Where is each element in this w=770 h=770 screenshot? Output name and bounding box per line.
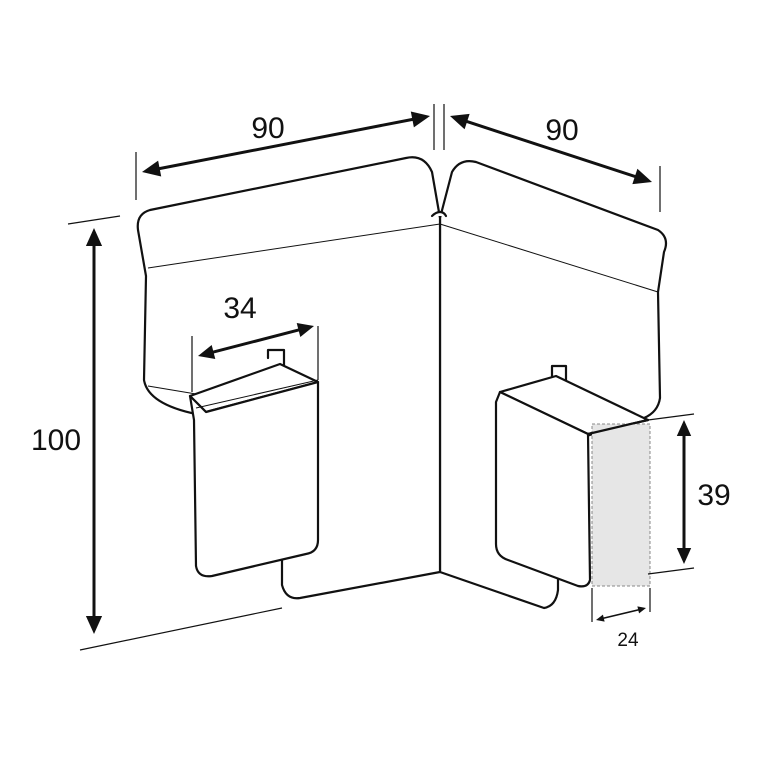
label-clip-left: 34 (223, 292, 256, 325)
left-clip-body (188, 380, 320, 578)
right-clip-side (586, 418, 650, 436)
dim-clip-left (198, 323, 314, 359)
arrowhead-end (632, 168, 652, 185)
right-top-crease (439, 223, 659, 293)
label-height: 100 (31, 424, 81, 457)
label-width-right: 90 (545, 114, 578, 147)
arrowhead-start (450, 113, 470, 130)
left-clip-edge (195, 379, 319, 409)
dimension-line (463, 119, 639, 179)
dimension-line (155, 117, 417, 171)
arrowhead-end (410, 111, 430, 128)
dimension-line (210, 327, 302, 355)
dim-width-left (142, 111, 430, 177)
dim-clip-right-height (676, 420, 692, 564)
arrowhead-end (637, 606, 646, 614)
arrowhead-end (296, 323, 314, 337)
left-top-crease (147, 223, 441, 269)
dim-height (85, 228, 103, 634)
arrowhead-end (676, 548, 692, 564)
dimension-line (602, 608, 640, 620)
left-inner-crease (147, 385, 197, 395)
arrowhead-end (85, 616, 103, 634)
right-clip-section (591, 423, 651, 587)
extension-lines (67, 104, 695, 651)
arrowhead-start (85, 228, 103, 246)
label-clip-right-height: 39 (697, 479, 730, 512)
left-clip (188, 348, 320, 578)
dim-width-right (450, 113, 652, 185)
corner-notch (430, 210, 448, 218)
right-clip (494, 364, 651, 588)
arrowhead-start (596, 614, 605, 622)
label-width-left: 90 (251, 112, 284, 145)
dim-clip-right-depth (596, 606, 646, 622)
arrowhead-start (676, 420, 692, 436)
dimension-lines (85, 111, 692, 634)
arrowhead-start (142, 160, 162, 177)
right-clip-body (494, 390, 592, 588)
label-clip-right-depth: 24 (617, 630, 639, 651)
arrowhead-start (198, 345, 216, 359)
